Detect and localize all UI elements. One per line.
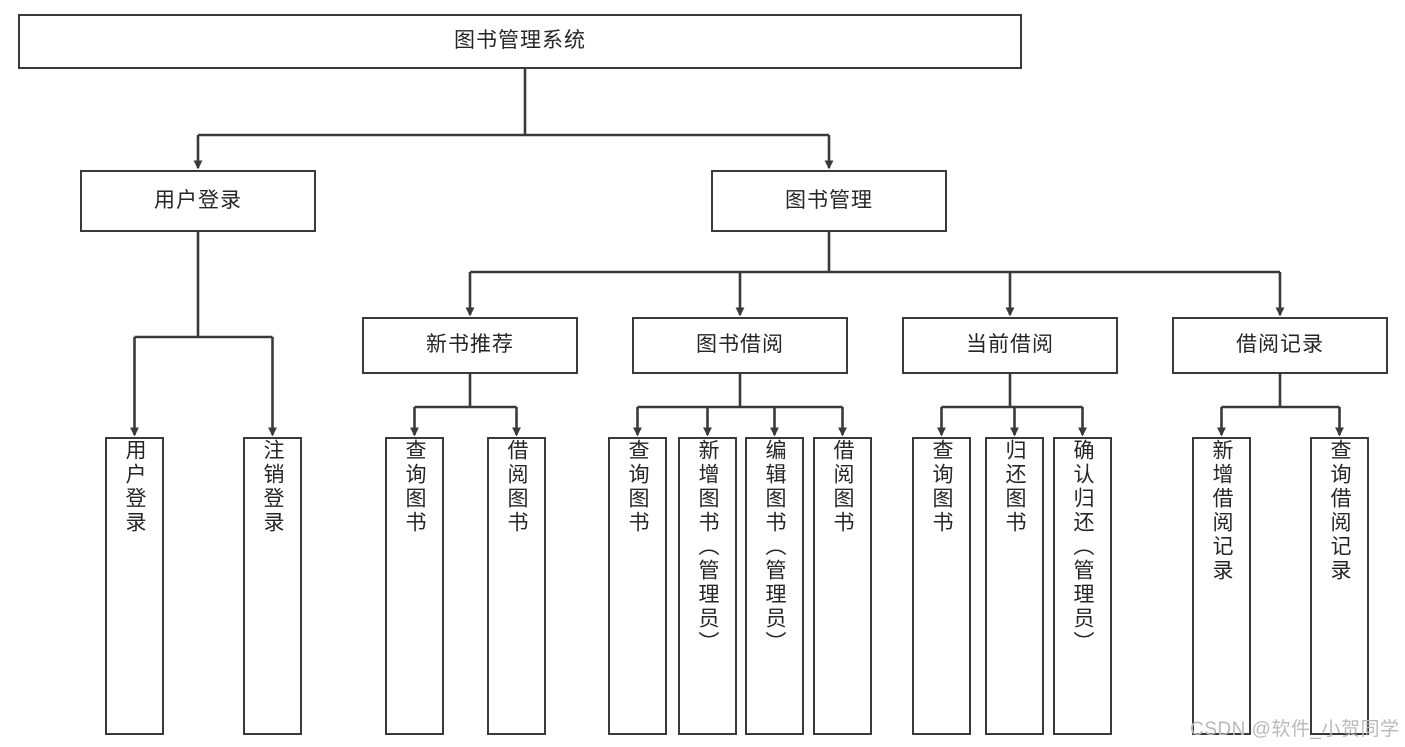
- leaf-node-5-label: 新增图书（管理员）: [696, 439, 719, 655]
- level2-node-1[interactable]: 图书管理: [711, 170, 947, 232]
- leaf-node-9[interactable]: 归还图书: [985, 437, 1044, 735]
- leaf-node-9-label: 归还图书: [1003, 439, 1026, 535]
- level2-node-0-label: 用户登录: [154, 188, 242, 212]
- leaf-node-4[interactable]: 查询图书: [608, 437, 667, 735]
- root-node-0[interactable]: 图书管理系统: [18, 14, 1022, 69]
- leaf-node-0-label: 用户登录: [123, 439, 146, 535]
- level3-node-1-label: 图书借阅: [696, 333, 784, 357]
- root-node-0-label: 图书管理系统: [454, 29, 586, 53]
- level2-node-1-label: 图书管理: [785, 188, 873, 212]
- leaf-node-3[interactable]: 借阅图书: [487, 437, 546, 735]
- level3-node-2-label: 当前借阅: [966, 333, 1054, 357]
- watermark-label: CSDN @软件_小贺同学: [1190, 719, 1400, 740]
- level3-node-3[interactable]: 借阅记录: [1172, 317, 1388, 374]
- leaf-node-6-label: 编辑图书（管理员）: [763, 439, 786, 655]
- leaf-node-2[interactable]: 查询图书: [385, 437, 444, 735]
- level2-node-0[interactable]: 用户登录: [80, 170, 316, 232]
- leaf-node-12[interactable]: 查询借阅记录: [1310, 437, 1369, 735]
- leaf-node-4-label: 查询图书: [626, 439, 649, 535]
- leaf-node-6[interactable]: 编辑图书（管理员）: [745, 437, 804, 735]
- level3-node-2[interactable]: 当前借阅: [902, 317, 1118, 374]
- leaf-node-10[interactable]: 确认归还（管理员）: [1053, 437, 1112, 735]
- leaf-node-10-label: 确认归还（管理员）: [1071, 439, 1094, 655]
- leaf-node-7-label: 借阅图书: [831, 439, 854, 535]
- level3-node-0[interactable]: 新书推荐: [362, 317, 578, 374]
- leaf-node-0[interactable]: 用户登录: [105, 437, 164, 735]
- level3-node-3-label: 借阅记录: [1236, 333, 1324, 357]
- leaf-node-3-label: 借阅图书: [505, 439, 528, 535]
- leaf-node-11[interactable]: 新增借阅记录: [1192, 437, 1251, 735]
- leaf-node-2-label: 查询图书: [403, 439, 426, 535]
- leaf-node-11-label: 新增借阅记录: [1210, 439, 1233, 583]
- leaf-node-5[interactable]: 新增图书（管理员）: [678, 437, 737, 735]
- leaf-node-12-label: 查询借阅记录: [1328, 439, 1351, 583]
- level3-node-1[interactable]: 图书借阅: [632, 317, 848, 374]
- leaf-node-7[interactable]: 借阅图书: [813, 437, 872, 735]
- level3-node-0-label: 新书推荐: [426, 333, 514, 357]
- leaf-node-1[interactable]: 注销登录: [243, 437, 302, 735]
- leaf-node-8-label: 查询图书: [930, 439, 953, 535]
- leaf-node-1-label: 注销登录: [261, 439, 284, 535]
- leaf-node-8[interactable]: 查询图书: [912, 437, 971, 735]
